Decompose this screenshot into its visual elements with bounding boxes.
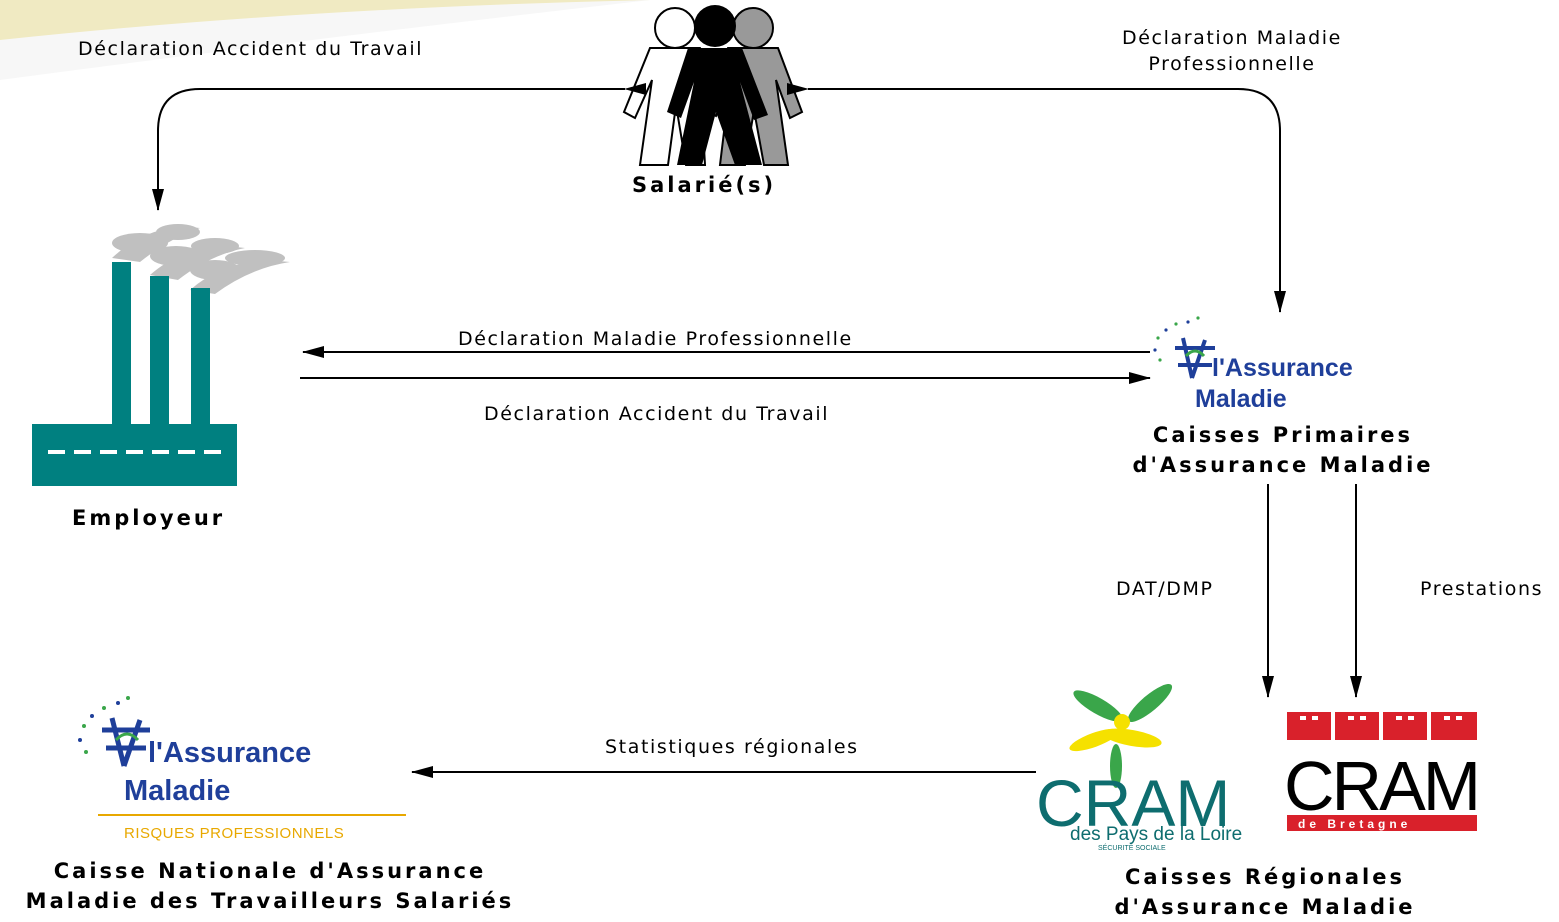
edge-label-dmp-top: Déclaration Maladie Professionnelle [1122, 25, 1342, 77]
node-label-cnam-line2: Maladie des Travailleurs Salariés [25, 889, 515, 913]
edge-label-dat-top: Déclaration Accident du Travail [78, 38, 424, 60]
node-label-cnam: Caisse Nationale d'Assurance Maladie des… [0, 856, 540, 916]
edge-label-statistiques: Statistiques régionales [605, 736, 859, 758]
cpam-logo-word1: l'Assurance [1212, 354, 1353, 382]
cnam-logo-risques: RISQUES PROFESSIONNELS [124, 825, 344, 842]
cram-pdl-small: SÉCURITÉ SOCIALE [1098, 843, 1166, 852]
node-label-cpam-line2: d'Assurance Maladie [1132, 453, 1434, 477]
node-label-cram-line1: Caisses Régionales [1125, 865, 1405, 889]
arrow-salaries-employeur [152, 83, 646, 211]
people-icon [622, 5, 804, 166]
assurance-maladie-logo-cnam: l'Assurance Maladie RISQUES PROFESSIONNE… [78, 696, 406, 842]
edge-label-dat-mid: Déclaration Accident du Travail [484, 403, 830, 425]
cram-bretagne-word: CRAM [1284, 747, 1478, 825]
cnam-logo-word1: l'Assurance [148, 737, 311, 769]
edge-label-dmp-top-line2: Professionnelle [1148, 53, 1316, 75]
cnam-logo-word2: Maladie [124, 775, 230, 807]
assurance-maladie-logo-cpam: l'Assurance Maladie [1153, 316, 1353, 413]
node-label-salaries: Salarié(s) [632, 173, 777, 197]
node-label-cram: Caisses Régionales d'Assurance Maladie [1080, 862, 1450, 922]
node-label-employeur: Employeur [72, 506, 226, 530]
edge-label-dmp-top-line1: Déclaration Maladie [1122, 27, 1342, 49]
factory-icon [32, 224, 290, 486]
node-label-cpam-line1: Caisses Primaires [1152, 423, 1414, 447]
node-label-cpam: Caisses Primaires d'Assurance Maladie [1108, 420, 1458, 480]
arrow-salaries-cpam [787, 83, 1286, 313]
top-banner-shadow [0, 0, 650, 80]
cpam-logo-word2: Maladie [1195, 385, 1287, 413]
node-label-cram-line2: d'Assurance Maladie [1114, 895, 1416, 919]
cram-bretagne-logo: CRAM de Bretagne [1284, 712, 1481, 831]
cram-pdl-sub: des Pays de la Loire [1070, 824, 1242, 845]
cram-pdl-word: CRAM [1036, 766, 1230, 840]
node-label-cnam-line1: Caisse Nationale d'Assurance [53, 859, 487, 883]
cram-pays-de-la-loire-logo: CRAM des Pays de la Loire SÉCURITÉ SOCIA… [1036, 683, 1242, 852]
edge-label-prestations: Prestations [1420, 578, 1544, 600]
edge-label-dmp-mid: Déclaration Maladie Professionnelle [458, 328, 853, 350]
cram-bretagne-sub: de Bretagne [1298, 817, 1411, 831]
edge-label-dat-dmp: DAT/DMP [1116, 578, 1214, 600]
